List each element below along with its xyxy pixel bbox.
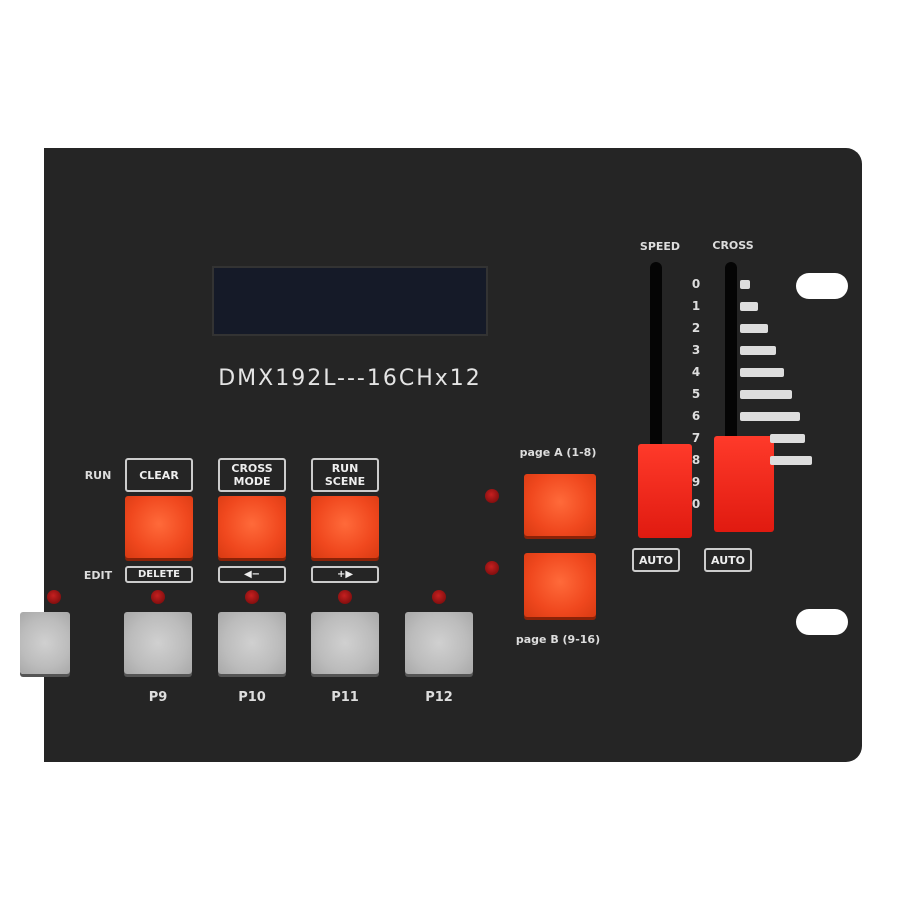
function-top-label: CLEAR — [125, 458, 193, 492]
function-button[interactable] — [125, 496, 193, 558]
function-bottom-label: DELETE — [125, 566, 193, 583]
program-button[interactable] — [405, 612, 473, 674]
scale-number: 3 — [691, 343, 701, 357]
scale-number: 0 — [691, 277, 701, 291]
program-button[interactable] — [311, 612, 379, 674]
cross-curve-bar — [740, 302, 758, 311]
model-label: DMX192L---16CHx12 — [218, 366, 482, 391]
function-top-label: RUN SCENE — [311, 458, 379, 492]
scale-number: 7 — [691, 431, 701, 445]
program-label: P11 — [331, 690, 359, 705]
page-b-led — [485, 561, 499, 575]
scale-number: 9 — [691, 475, 701, 489]
cross-fader-knob[interactable] — [714, 436, 774, 532]
page-a-button[interactable] — [524, 474, 596, 536]
program-button[interactable] — [218, 612, 286, 674]
scale-number: 1 — [691, 299, 701, 313]
function-bottom-label: +▶ — [311, 566, 379, 583]
page-b-label: page B (9-16) — [515, 633, 601, 646]
cross-curve-bar — [740, 390, 792, 399]
program-led — [245, 590, 259, 604]
scale-number: 5 — [691, 387, 701, 401]
program-button[interactable] — [124, 612, 192, 674]
run-label: RUN — [84, 469, 112, 482]
cross-curve-bar — [740, 324, 768, 333]
program-label: P10 — [238, 690, 266, 705]
speed-auto-label: AUTO — [632, 548, 680, 572]
cross-auto-label: AUTO — [704, 548, 752, 572]
cross-curve-bar — [770, 434, 805, 443]
cross-curve-bar — [740, 346, 776, 355]
program-led — [338, 590, 352, 604]
cross-curve-bar — [740, 280, 750, 289]
function-bottom-label: ◀− — [218, 566, 286, 583]
page-b-button[interactable] — [524, 553, 596, 617]
program-label: P9 — [148, 690, 168, 705]
speed-fader-knob[interactable] — [638, 444, 692, 538]
program-label: P12 — [425, 690, 453, 705]
edit-label: EDIT — [83, 569, 113, 582]
scale-number: 2 — [691, 321, 701, 335]
scale-number: 8 — [691, 453, 701, 467]
function-top-label: CROSS MODE — [218, 458, 286, 492]
program-led — [47, 590, 61, 604]
cross-curve-bar — [740, 368, 784, 377]
speed-label: SPEED — [639, 240, 681, 253]
lcd-display — [212, 266, 488, 336]
scale-number: 6 — [691, 409, 701, 423]
cross-curve-bar — [740, 412, 800, 421]
mounting-slot — [796, 609, 848, 635]
scale-number: 4 — [691, 365, 701, 379]
scale-number: 0 — [691, 497, 701, 511]
mounting-slot — [796, 273, 848, 299]
cross-label: CROSS — [712, 239, 754, 252]
function-button[interactable] — [218, 496, 286, 558]
function-button[interactable] — [311, 496, 379, 558]
page-a-label: page A (1-8) — [519, 446, 597, 459]
page-a-led — [485, 489, 499, 503]
program-led — [432, 590, 446, 604]
program-button[interactable] — [20, 612, 70, 674]
cross-curve-bar — [770, 456, 812, 465]
program-led — [151, 590, 165, 604]
